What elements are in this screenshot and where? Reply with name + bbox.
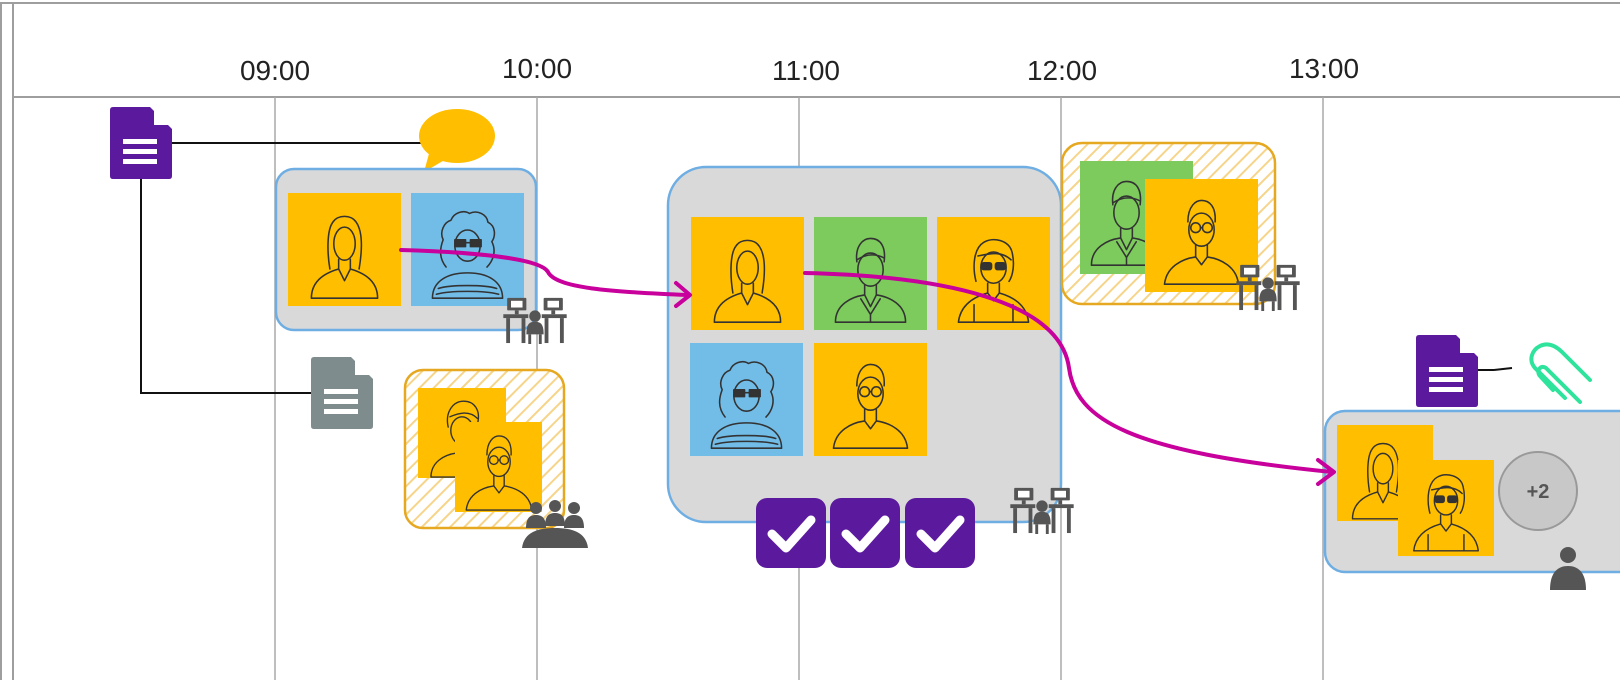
more-participants-count: +2	[1527, 481, 1550, 503]
person-icon	[1550, 547, 1586, 590]
group-1200[interactable]	[1060, 141, 1277, 306]
attachment-connector	[1493, 367, 1513, 371]
participant-card[interactable]	[691, 217, 804, 330]
hour-label-0900: 09:00	[240, 55, 310, 86]
flow-arrow	[399, 248, 692, 308]
participant-card[interactable]	[1145, 179, 1258, 292]
participant-card[interactable]	[455, 422, 542, 512]
hour-label-1100: 11:00	[772, 55, 840, 86]
comment-icon[interactable]	[419, 109, 495, 172]
participant-card[interactable]	[1398, 460, 1494, 556]
meeting-icon	[522, 500, 588, 548]
check-icon[interactable]	[830, 498, 900, 568]
group-1030[interactable]	[403, 368, 566, 530]
group-1100[interactable]	[666, 165, 1063, 524]
participant-card[interactable]	[937, 217, 1050, 330]
hour-label-1000: 10:00	[502, 53, 572, 84]
group-1300[interactable]: +2	[1323, 409, 1620, 574]
hour-label-1300: 13:00	[1289, 53, 1359, 84]
attachment-icon[interactable]	[1529, 342, 1592, 404]
document-icon[interactable]	[311, 357, 373, 429]
document-icon[interactable]	[1416, 335, 1478, 407]
check-icon[interactable]	[756, 498, 826, 568]
flow-arrow	[803, 271, 1336, 486]
document-connectors	[140, 142, 425, 394]
hour-label-1200: 12:00	[1027, 55, 1097, 86]
participant-card[interactable]	[690, 343, 803, 456]
participant-card[interactable]	[288, 193, 401, 306]
check-icon[interactable]	[905, 498, 975, 568]
participant-card[interactable]	[814, 343, 927, 456]
document-icon[interactable]	[110, 107, 172, 179]
more-participants-badge[interactable]: +2	[1498, 451, 1578, 531]
